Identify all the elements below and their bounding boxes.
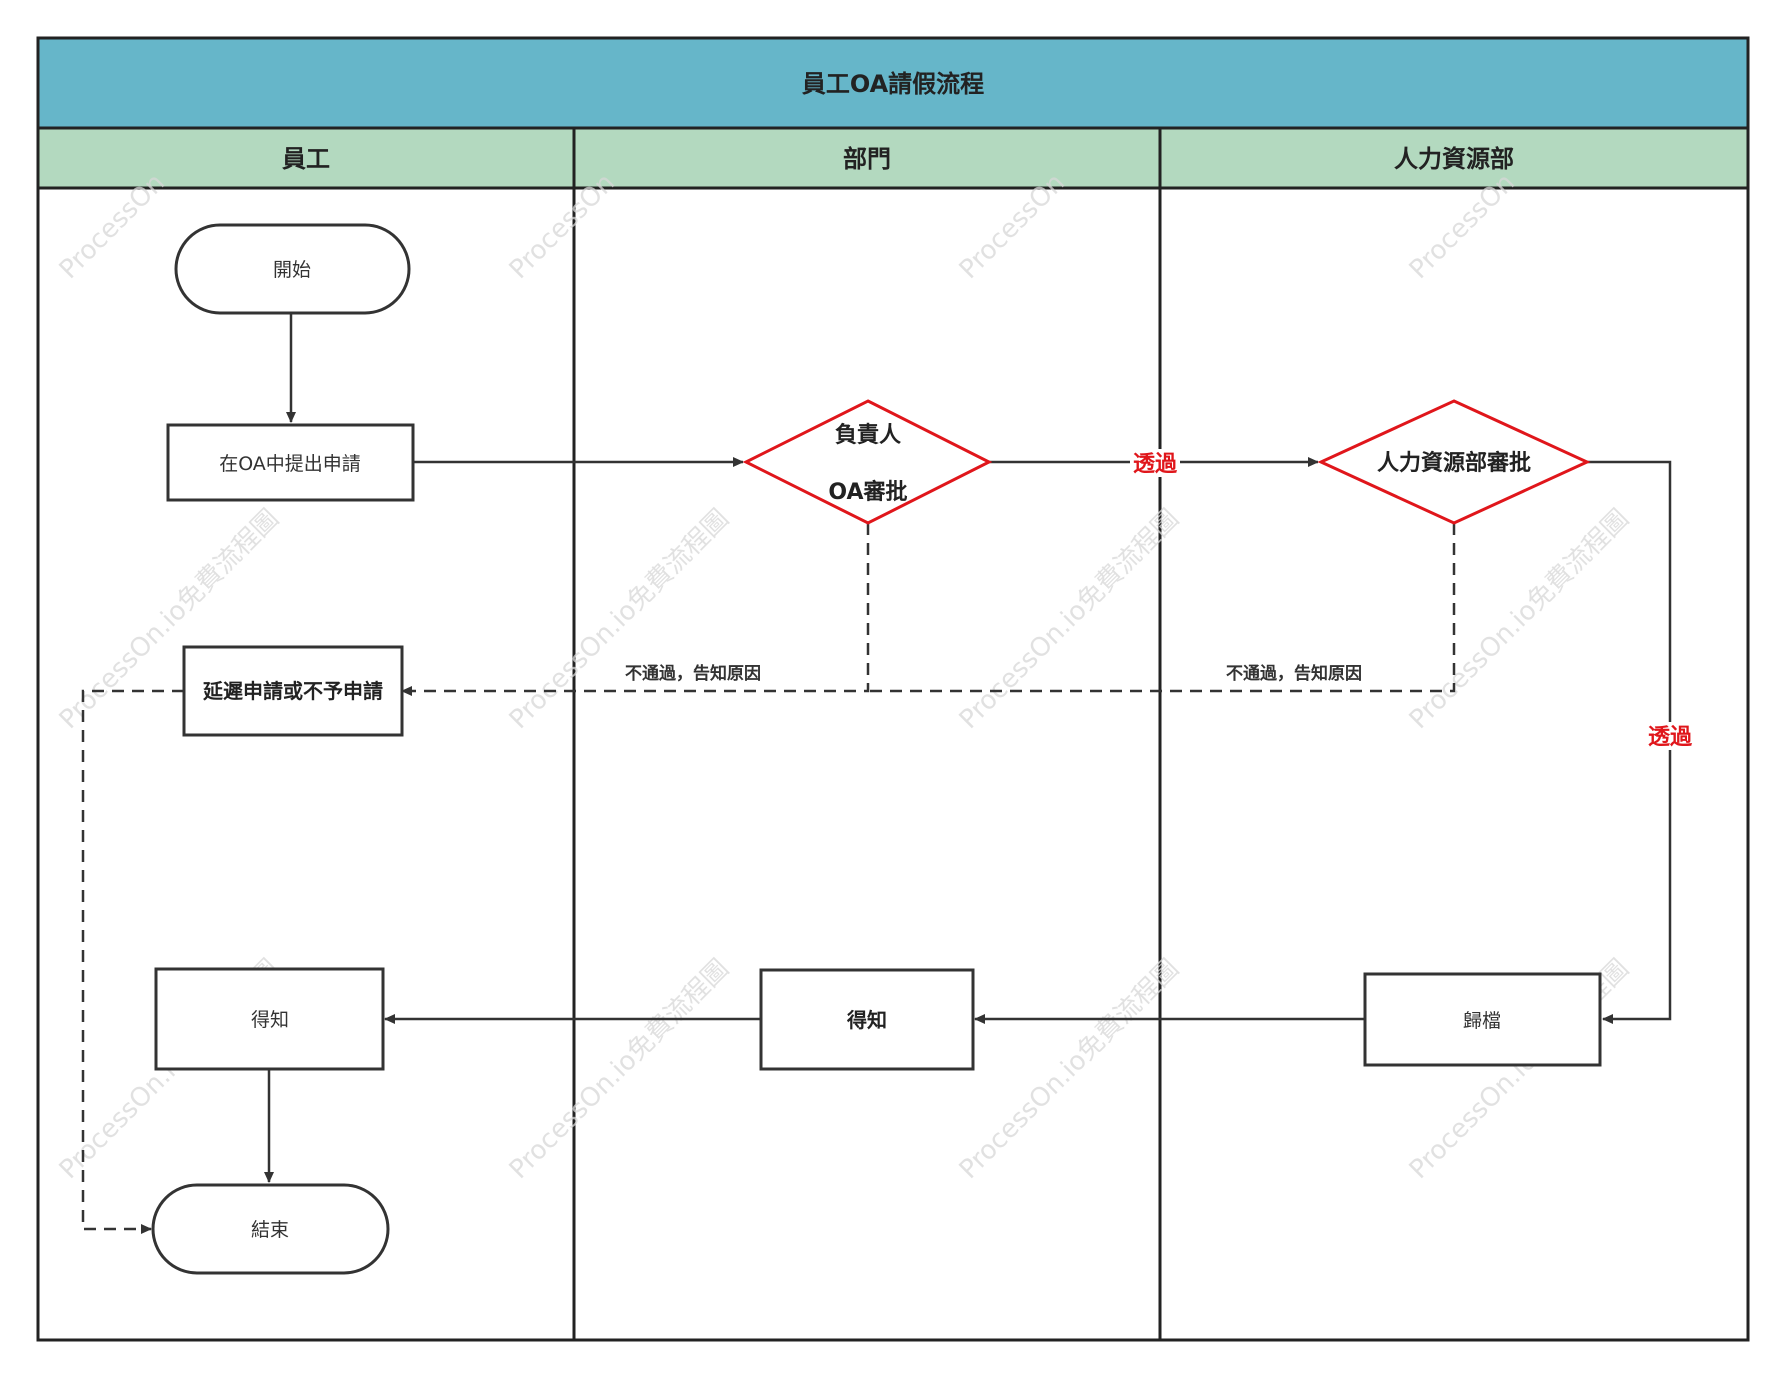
archive-node[interactable] xyxy=(1363,972,1602,1067)
lane-header-employee xyxy=(36,126,576,190)
label-reject-manager: 不通過，告知原因 xyxy=(625,663,761,684)
dept-notify-node[interactable] xyxy=(759,968,975,1071)
hr-approval-decision[interactable] xyxy=(1317,399,1591,525)
archive-label: 歸檔 xyxy=(1463,1010,1501,1032)
title-bar xyxy=(36,36,1750,130)
lane-header-hr xyxy=(1158,126,1750,190)
employee-notify-label: 得知 xyxy=(251,1009,289,1031)
label-bg xyxy=(1645,722,1695,750)
lane-title-employee: 員工 xyxy=(281,145,330,173)
delay-request-node[interactable] xyxy=(182,645,404,737)
label-bg xyxy=(1130,449,1180,477)
lane-title-hr: 人力資源部 xyxy=(1394,145,1514,173)
label-pass-hr: 透過 xyxy=(1648,724,1693,750)
edge-delay-to-end xyxy=(81,689,184,1234)
lane-title-department: 部門 xyxy=(843,145,891,173)
end-node[interactable] xyxy=(151,1183,390,1275)
edge-hr-reject xyxy=(868,523,1456,693)
delay-request-label: 延遲申請或不予申請 xyxy=(202,679,383,703)
label-pass-manager: 透過 xyxy=(1133,451,1178,477)
employee-notify-node[interactable] xyxy=(154,967,385,1071)
diagram-title: 員工OA請假流程 xyxy=(801,70,984,98)
manager-approval-label-line1: 負責人 xyxy=(835,422,901,448)
label-reject-hr: 不通過，告知原因 xyxy=(1226,663,1362,684)
start-label: 開始 xyxy=(273,259,311,281)
submit-request-node[interactable] xyxy=(166,423,415,502)
edge-manager-reject xyxy=(401,523,870,696)
manager-approval-label-line2: OA審批 xyxy=(828,479,907,505)
manager-approval-decision[interactable] xyxy=(742,399,993,525)
end-label: 結束 xyxy=(251,1219,289,1241)
submit-request-label: 在OA中提出申請 xyxy=(219,453,361,475)
dept-notify-label: 得知 xyxy=(846,1008,887,1032)
hr-approval-label: 人力資源部審批 xyxy=(1377,450,1531,476)
start-node[interactable] xyxy=(174,223,411,315)
